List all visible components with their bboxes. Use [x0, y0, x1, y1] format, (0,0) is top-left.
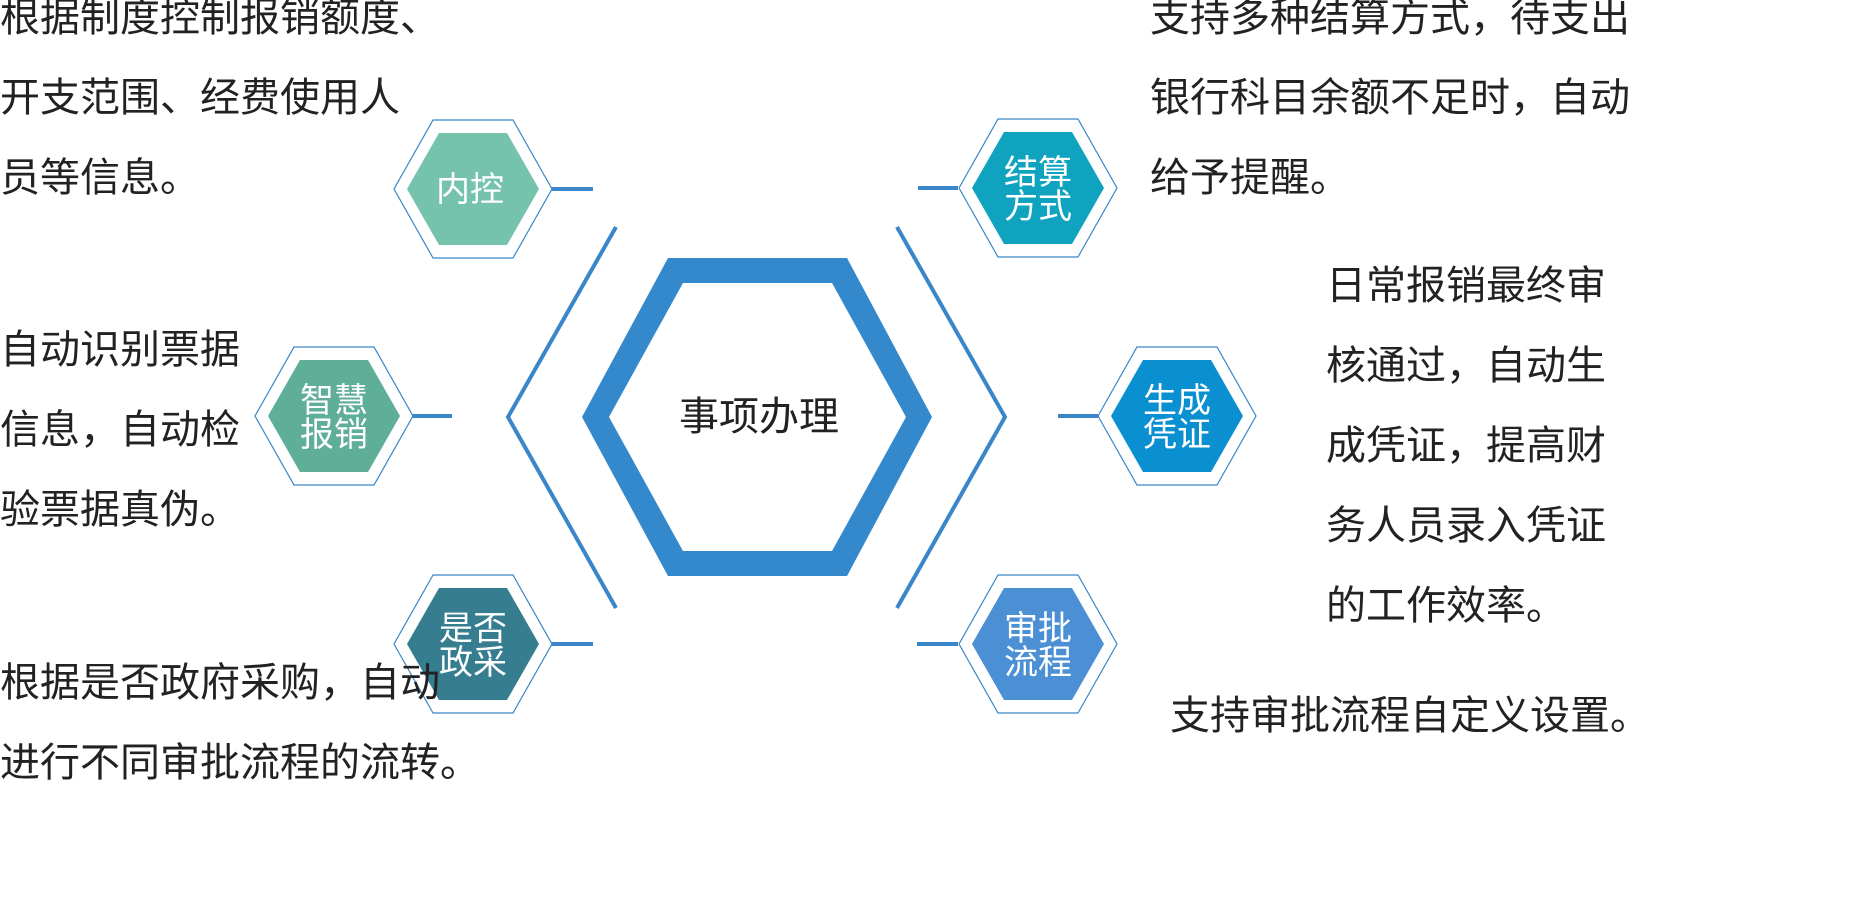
- node-zhihui: 智慧 报销: [254, 346, 414, 486]
- node-shenpi-label-2: 流程: [1004, 643, 1072, 683]
- description-shifou: 根据是否政府采购，自动 进行不同审批流程的流转。: [0, 660, 480, 786]
- node-shifou: 是否 政采: [393, 574, 553, 714]
- right-bracket-line: [895, 226, 1008, 609]
- node-shengcheng: 生成 凭证: [1097, 346, 1257, 486]
- node-jiesuan-label-1: 结算: [1004, 153, 1072, 193]
- node-shengcheng-fill: [1111, 360, 1243, 472]
- node-zhihui-fill: [268, 360, 400, 472]
- node-zhihui-label-1: 智慧: [300, 381, 368, 421]
- node-shenpi-fill: [972, 588, 1104, 700]
- node-shenpi: 审批 流程: [958, 574, 1118, 714]
- description-neikong: 根据制度控制报销额度、 开支范围、经费使用人 员等信息。: [0, 0, 440, 201]
- node-jiesuan: 结算 方式: [958, 118, 1118, 258]
- description-zhihui: 自动识别票据 信息，自动检 验票据真伪。: [0, 327, 240, 533]
- node-shengcheng-label-2: 凭证: [1143, 415, 1211, 455]
- node-shengcheng-label-1: 生成: [1143, 381, 1211, 421]
- center-hexagon: 事项办理: [582, 258, 932, 576]
- center-label: 事项办理: [679, 394, 839, 440]
- node-shenpi-label-1: 审批: [1004, 609, 1072, 649]
- node-neikong: 内控: [393, 119, 553, 259]
- description-shenpi: 支持审批流程自定义设置。: [1170, 693, 1650, 739]
- node-neikong-fill: [407, 133, 539, 245]
- description-shengcheng: 日常报销最终审 核通过，自动生 成凭证，提高财 务人员录入凭证 的工作效率。: [1326, 263, 1606, 629]
- description-jiesuan: 支持多种结算方式，待支出 银行科目余额不足时，自动 给予提醒。: [1150, 0, 1630, 201]
- left-bracket-line: [505, 226, 618, 609]
- node-jiesuan-label-2: 方式: [1004, 187, 1072, 227]
- node-neikong-label-1: 内控: [436, 170, 504, 210]
- node-shifou-label-2: 政采: [439, 643, 507, 683]
- node-jiesuan-fill: [972, 132, 1104, 244]
- node-zhihui-label-2: 报销: [300, 415, 368, 455]
- center-hexagon-inner: [609, 283, 906, 551]
- node-shifou-label-1: 是否: [439, 609, 507, 649]
- node-shifou-fill: [407, 588, 539, 700]
